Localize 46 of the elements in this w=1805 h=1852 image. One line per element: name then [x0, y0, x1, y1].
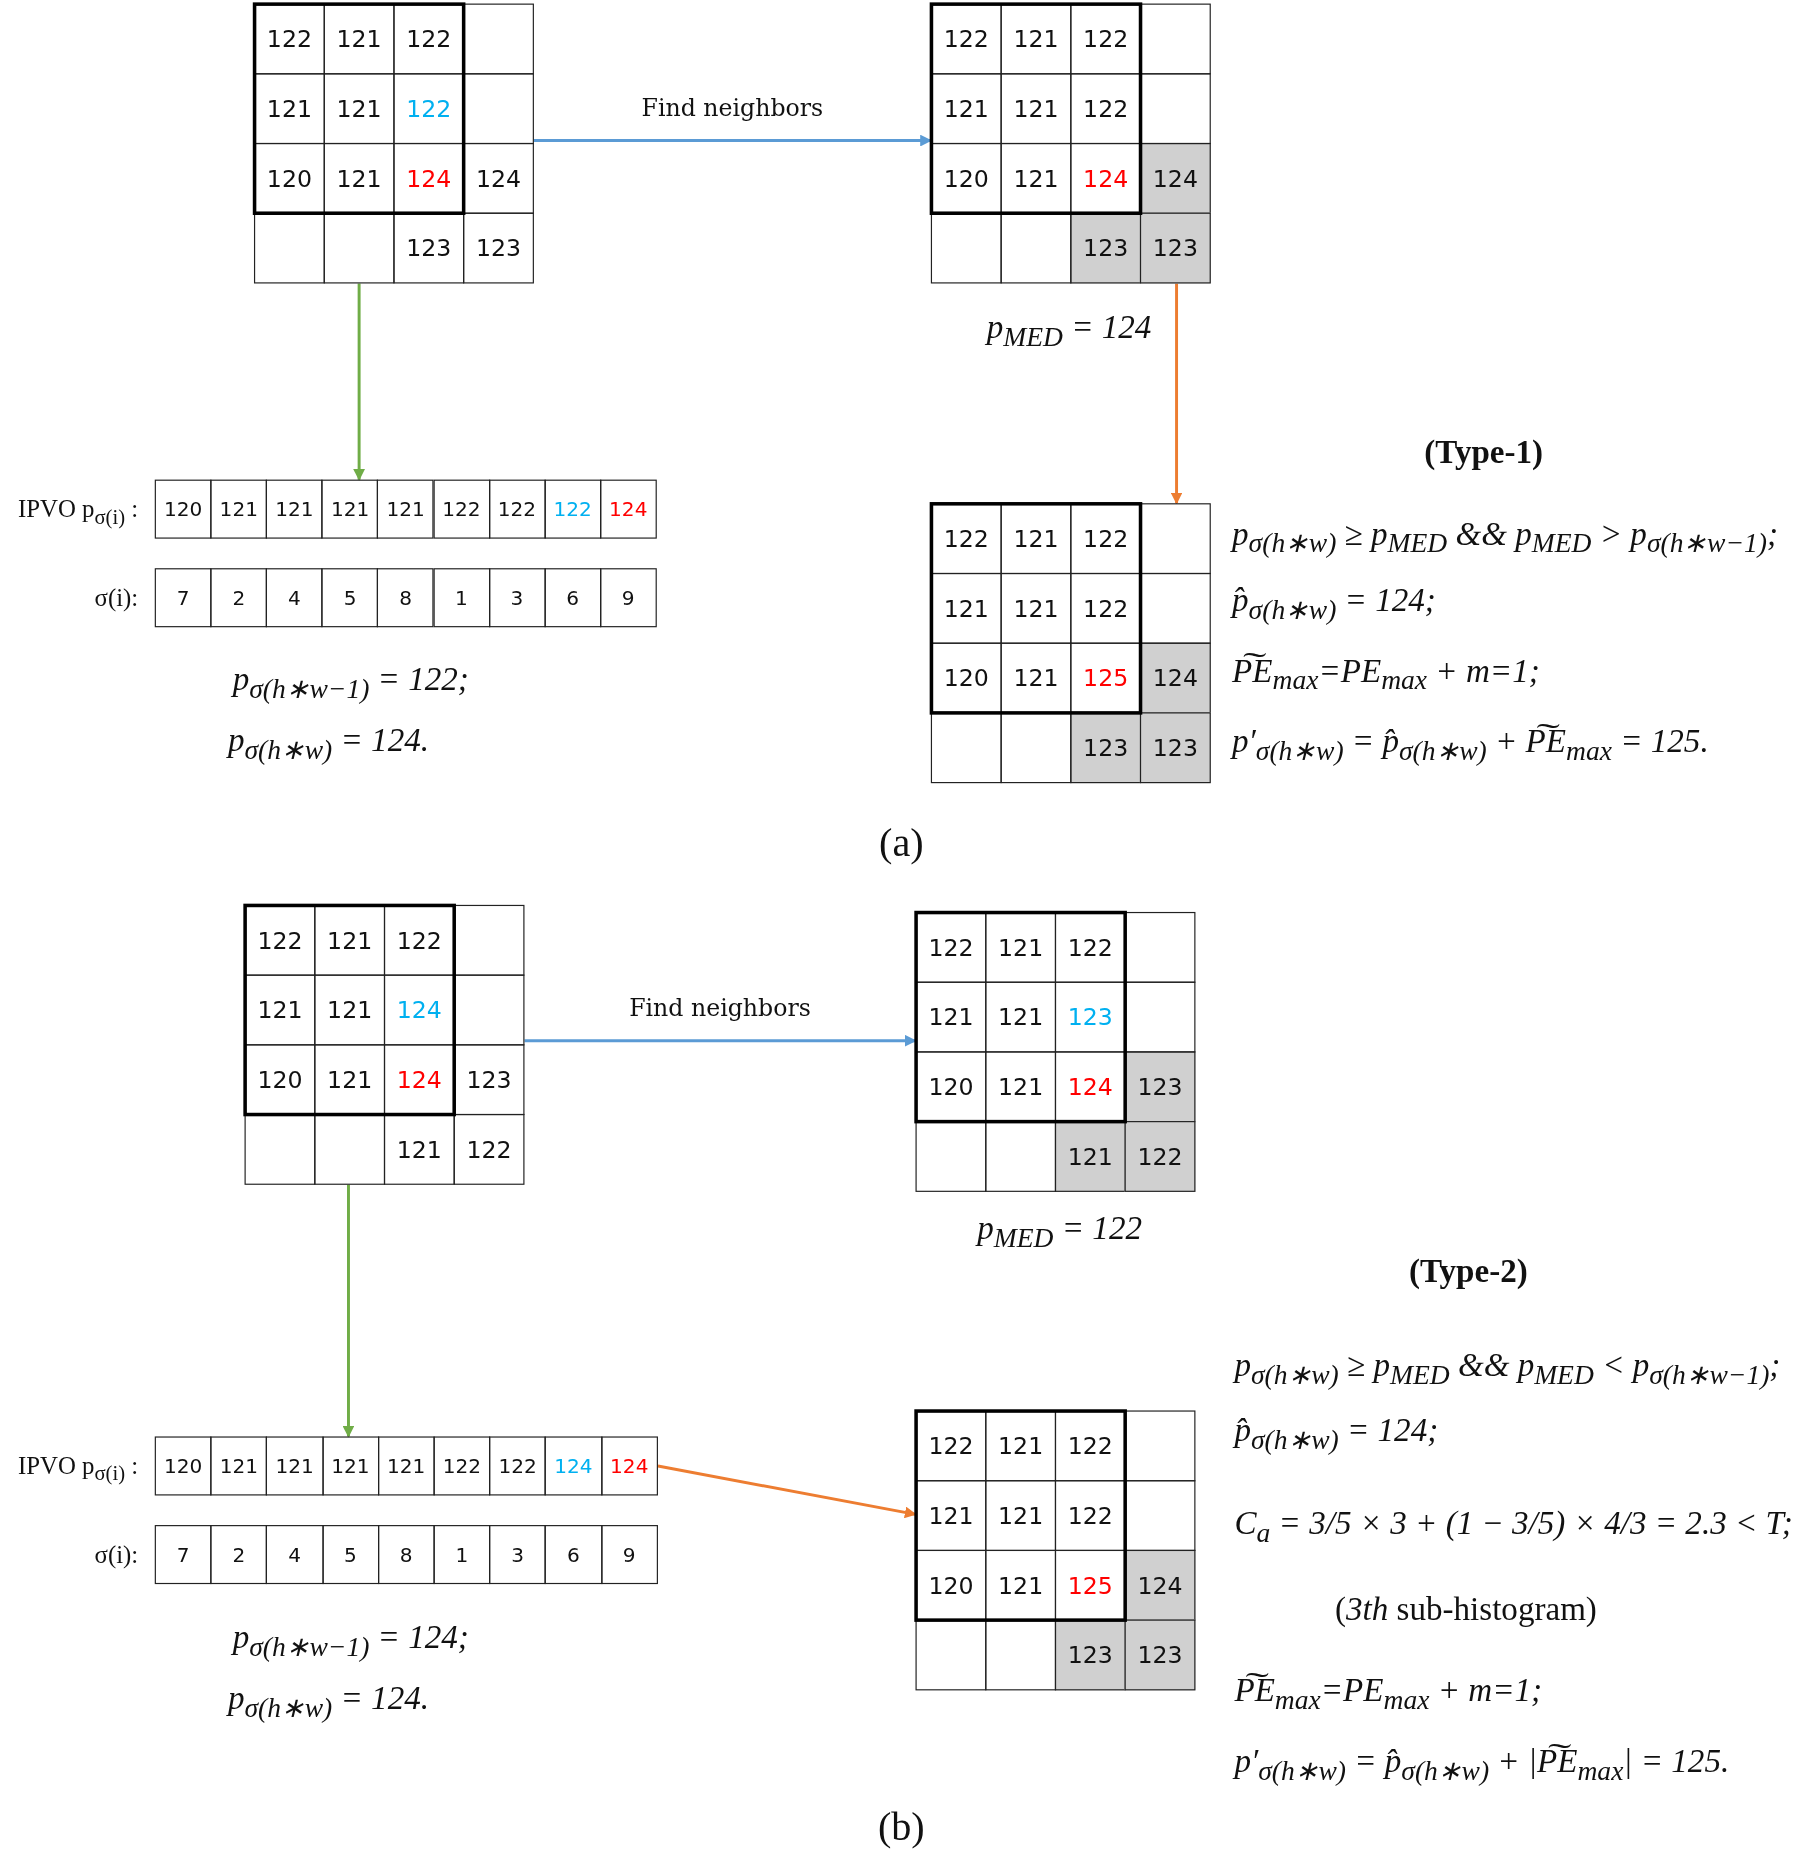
panel-label: (a) [879, 822, 924, 865]
formula-text: P͠E$_{max}$=PE$_{max}$ + m=1; [1234, 1670, 1543, 1717]
formula-text: p′$_{σ(h∗w)}$ = p̂$_{σ(h∗w)}$ + P͠E$_{max}$ = 125. [1232, 721, 1709, 769]
pixel-grid [915, 1410, 1196, 1691]
arrow [657, 1464, 917, 1519]
formula-text: p$_{σ(h∗w−1)}$ = 122; [232, 659, 469, 706]
pixel-grid [915, 911, 1196, 1192]
arrow [342, 1184, 355, 1438]
formula-text: p$_{MED}$ = 122 [977, 1208, 1142, 1255]
arrow [1170, 283, 1183, 505]
pixel-grid [930, 3, 1211, 284]
type-heading: (Type-2) [1408, 1251, 1528, 1291]
row-label: IPVO p$_{σ(i)}$ : [17, 1450, 139, 1488]
grid-cell: 123 [1070, 212, 1142, 284]
grid-cell: 123 [1070, 712, 1142, 784]
arrow [524, 1034, 917, 1047]
formula-text: p̂$_{σ(h∗w)}$ = 124; [1234, 1410, 1439, 1457]
row-label: σ(i): [94, 1539, 139, 1571]
grid-cell: 125 [1054, 1549, 1126, 1621]
row-label: IPVO p$_{σ(i)}$ : [17, 493, 139, 531]
grid-cell: 123 [1054, 1619, 1126, 1691]
formula-text: p$_{σ(h∗w−1)}$ = 124; [232, 1617, 469, 1664]
grid-cell: 123 [1124, 1051, 1196, 1123]
formula-text: p′$_{σ(h∗w)}$ = p̂$_{σ(h∗w)}$ + |P͠E$_{max}$| = 125. [1234, 1741, 1730, 1788]
grid-cell: 121 [1054, 1121, 1126, 1192]
pixel-grid [254, 3, 534, 284]
row-label: σ(i): [94, 582, 139, 614]
note-text: (3th sub-histogram) [1335, 1589, 1597, 1629]
formula-text: P͠E$_{max}$=PE$_{max}$ + m=1; [1232, 651, 1540, 698]
arrow [353, 283, 365, 481]
pixel-grid [244, 904, 525, 1185]
grid-cell: 124 [1124, 1549, 1196, 1621]
type-heading: (Type-1) [1424, 432, 1544, 473]
grid-cell: 123 [1139, 212, 1211, 284]
formula-text: p̂$_{σ(h∗w)}$ = 124; [1232, 580, 1436, 627]
formula-text: p$_{σ(h∗w)}$ = 124. [228, 720, 429, 767]
grid-cell: 123 [1139, 712, 1211, 784]
panel-label: (b) [877, 1806, 925, 1849]
formula-text: p$_{σ(h∗w)}$ = 124. [228, 1678, 429, 1725]
formula-text: p$_{σ(h∗w)}$ ≥ p$_{MED}$ && p$_{MED}$ < p$_{σ(h∗w−1)}$; [1234, 1345, 1781, 1392]
formula-text: C$_{a}$ = 3/5 × 3 + (1 − 3/5) × 4/3 = 2.3 < T; [1234, 1503, 1793, 1551]
formula-text: p$_{σ(h∗w)}$ ≥ p$_{MED}$ && p$_{MED}$ > p$_{σ(h∗w−1)}$; [1232, 514, 1779, 561]
formula-text: p$_{MED}$ = 124 [986, 307, 1152, 354]
grid-cell: 122 [1124, 1121, 1196, 1192]
grid-cell: 123 [1124, 1619, 1196, 1691]
pixel-grid [930, 503, 1211, 784]
